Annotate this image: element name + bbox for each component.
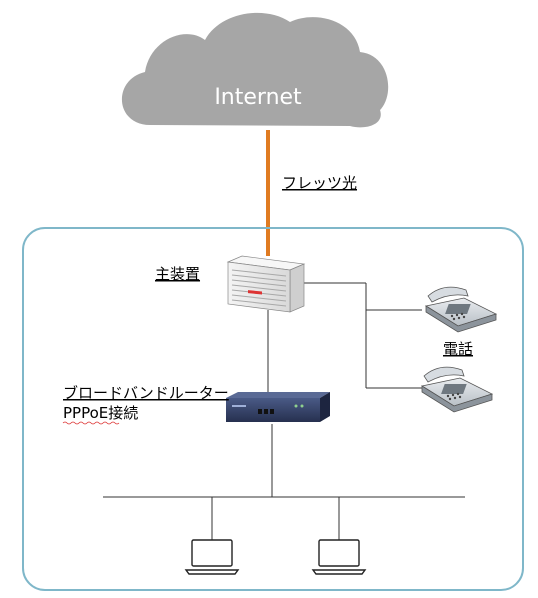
cloud-shape [121,12,389,128]
broadband-router [226,392,330,422]
laptop-icon [311,539,367,575]
spellcheck-squiggle [62,421,120,425]
phone-label: 電話 [443,340,473,358]
router-label-2: PPPoE接続 [63,404,138,422]
laptop-icon [184,539,240,575]
pbx-main-unit [226,255,306,313]
office-frame [22,227,524,591]
fiber-label: フレッツ光 [282,174,357,192]
phone-icon [420,366,494,413]
router-label-1: ブロードバンドルーター [63,384,229,402]
pbx-label: 主装置 [155,265,200,283]
internet-cloud: Internet [121,12,389,128]
connection-lines [103,282,465,540]
cloud-label: Internet [214,85,302,110]
phone-icon [424,286,498,333]
